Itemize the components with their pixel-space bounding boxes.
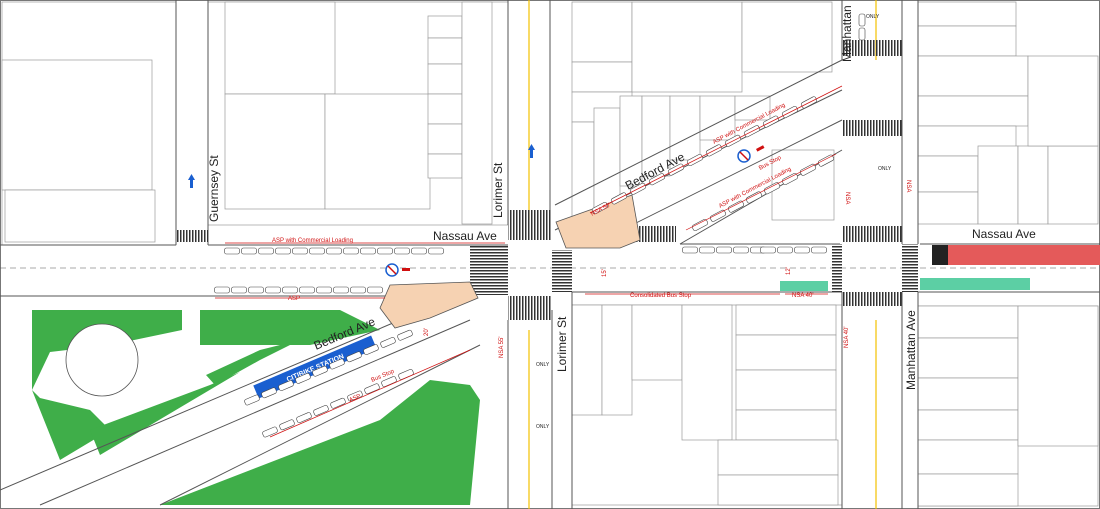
parked-car: [367, 286, 383, 294]
bus-lane-marking: [932, 245, 948, 265]
parked-car: [231, 286, 247, 294]
parked-car: [691, 219, 709, 231]
parked-car: [258, 247, 274, 255]
parked-car: [265, 286, 281, 294]
parked-car: [279, 419, 295, 431]
parked-car: [329, 358, 345, 370]
parked-car: [699, 246, 715, 254]
consolidated-bus-stop-label: Consolidated Bus Stop: [630, 293, 692, 299]
parked-car: [326, 247, 342, 255]
parked-car: [244, 394, 260, 406]
no-parking-icon: [385, 263, 410, 277]
parked-car: [343, 247, 359, 255]
parked-car: [278, 380, 294, 391]
bus-lane: [934, 245, 1100, 265]
manhattan-ave-south-label: Manhattan Ave: [904, 310, 918, 390]
parked-car: [709, 209, 727, 222]
bus-bulb-west: [780, 281, 828, 291]
parked-car: [313, 405, 329, 416]
parked-car: [275, 247, 291, 255]
parked-car: [411, 247, 427, 255]
parked-car: [397, 329, 413, 341]
parked-car: [261, 387, 277, 399]
nassau-ave-east-label: Nassau Ave: [972, 227, 1036, 241]
nsa-v2-label: NSA: [905, 180, 911, 192]
parked-car: [292, 247, 308, 255]
crosswalks: [176, 40, 918, 320]
parked-car: [309, 247, 325, 255]
only-marking: ONLY: [866, 14, 880, 20]
parked-car: [282, 286, 298, 294]
parked-car: [727, 200, 745, 213]
parked-car: [716, 246, 732, 254]
parked-car: [295, 373, 311, 384]
nsa-40-label: NSA 40': [792, 293, 814, 299]
parked-car: [296, 412, 312, 423]
asp-nassau-south-label: ASP: [288, 296, 300, 302]
only-marking: ONLY: [878, 166, 892, 172]
nsa-55-label: NSA 55': [499, 337, 505, 359]
parked-car: [733, 246, 749, 254]
parked-car: [299, 286, 315, 294]
north-arrow-icon: [188, 174, 195, 188]
parked-car: [428, 247, 444, 255]
parked-car: [262, 426, 278, 438]
parked-car: [394, 247, 410, 255]
parked-car: [760, 246, 776, 254]
nassau-ave-west-label: Nassau Ave: [433, 229, 497, 243]
only-marking: ONLY: [536, 424, 550, 430]
parked-car: [745, 191, 763, 204]
parked-cars: [214, 13, 866, 438]
parked-car: [817, 154, 835, 167]
parked-car: [777, 246, 793, 254]
parked-car: [763, 182, 781, 195]
regulation-lines: [215, 85, 843, 438]
only-marking: ONLY: [536, 362, 550, 368]
turn-arrow-icon: ONLY ONLY ONLY ONLY: [536, 14, 892, 430]
parked-car: [682, 246, 698, 254]
parked-car: [248, 286, 264, 294]
dim-20-label: 20': [424, 328, 430, 336]
manhattan-north-label: Manhattan: [840, 5, 854, 62]
plaza-west: [379, 281, 479, 329]
asp-bedford-s-label: ASP: [348, 394, 361, 404]
parked-car: [364, 383, 380, 395]
parked-car: [781, 173, 799, 185]
parked-car: [224, 247, 240, 255]
parked-car: [363, 344, 379, 355]
parked-car: [346, 351, 362, 363]
parked-car: [214, 286, 230, 294]
park: [32, 310, 480, 505]
parked-car: [333, 286, 349, 294]
nsa-40-vert-label: NSA 40': [844, 327, 850, 349]
parked-car: [380, 337, 396, 348]
parked-car: [312, 365, 328, 377]
parked-car: [350, 286, 366, 294]
parked-car: [858, 13, 866, 27]
no-parking-icon: [737, 145, 765, 163]
parked-car: [794, 246, 810, 254]
asp-commercial-nassau-label: ASP with Commercial Loading: [272, 238, 353, 244]
parked-car: [330, 397, 346, 409]
parked-car: [241, 247, 257, 255]
dim-12-label: 12': [786, 267, 792, 275]
parked-car: [360, 247, 376, 255]
north-arrow-icon: [528, 144, 535, 158]
parked-car: [858, 27, 866, 41]
dim-15-label: 15': [602, 269, 608, 277]
parked-car: [316, 286, 332, 294]
icons: ONLY ONLY ONLY ONLY: [188, 14, 892, 430]
parked-car: [377, 247, 393, 255]
parked-car: [811, 246, 827, 254]
lorimer-st-north-label: Lorimer St: [491, 162, 505, 218]
nsa-v1-label: NSA: [844, 192, 850, 204]
parked-car: [347, 390, 363, 402]
bus-bulb-east: [920, 278, 1030, 290]
parked-car: [799, 163, 817, 176]
guernsey-st-label: Guernsey St: [207, 155, 221, 222]
lorimer-st-south-label: Lorimer St: [555, 316, 569, 372]
